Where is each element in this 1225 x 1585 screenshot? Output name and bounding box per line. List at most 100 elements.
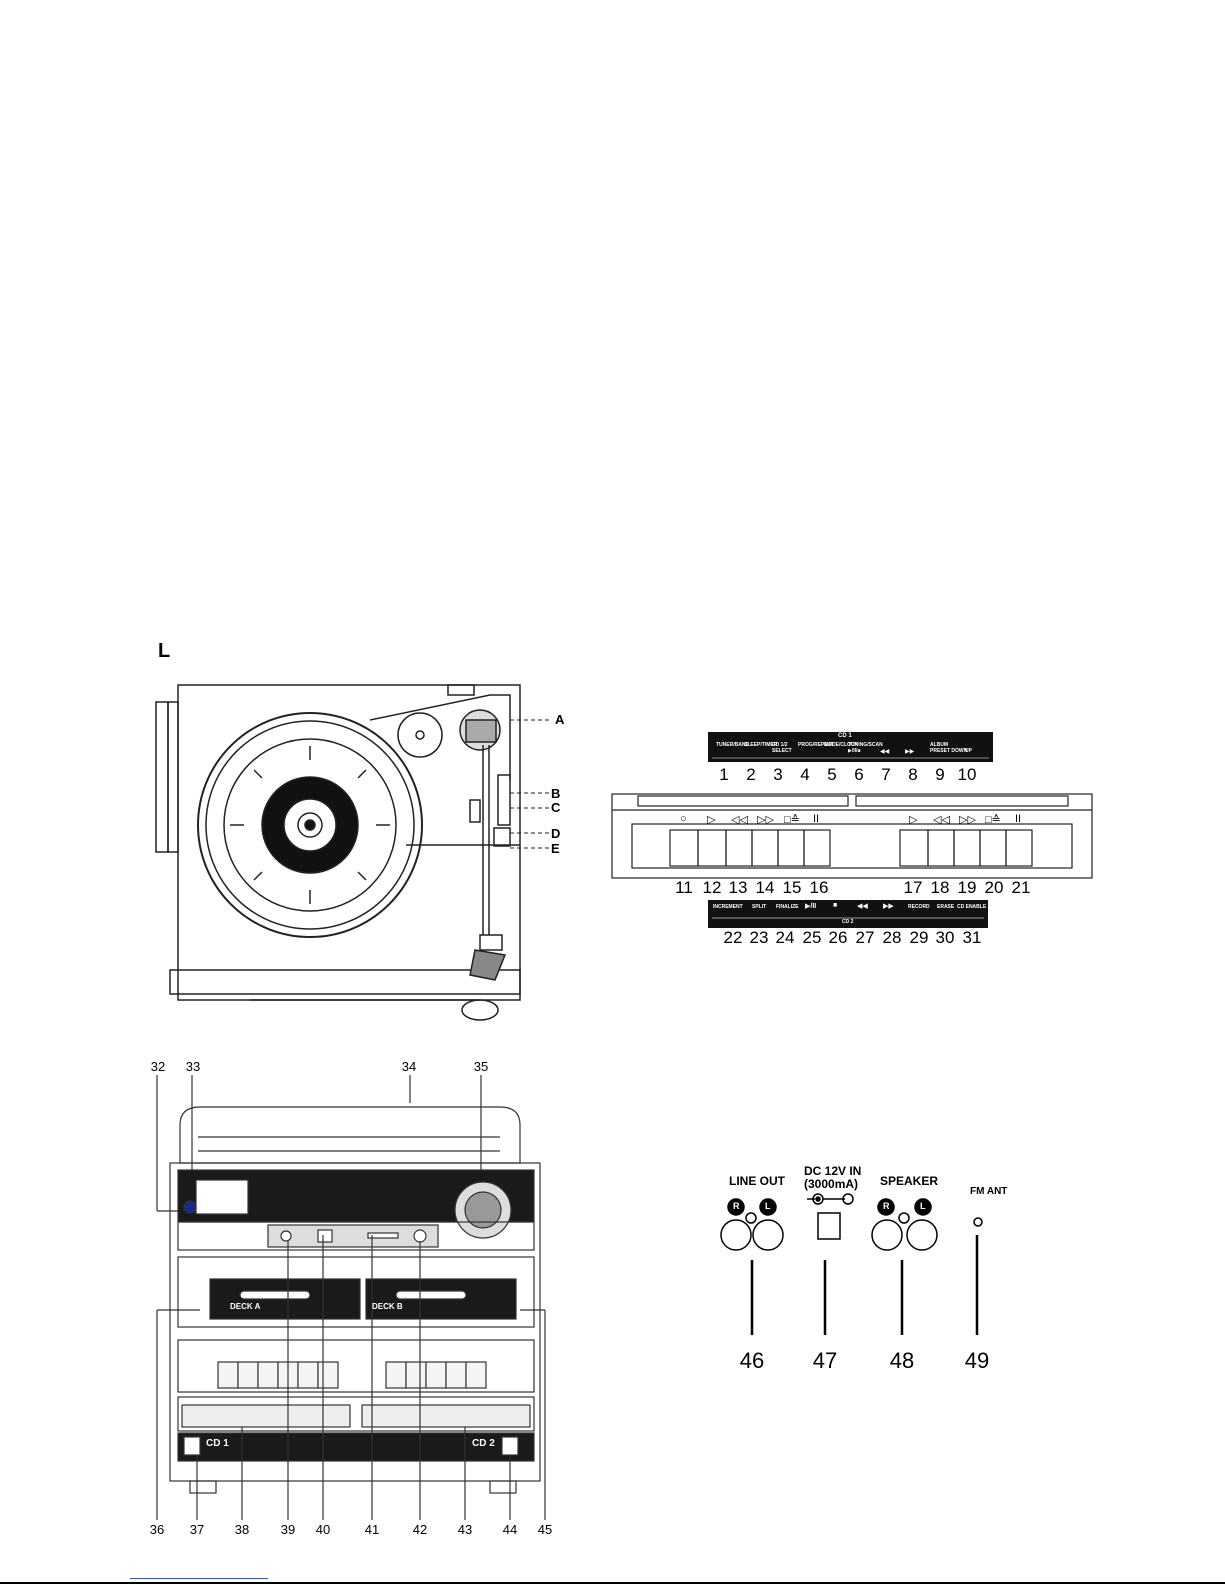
label-46: 46 [739, 1348, 765, 1373]
label-16: 16 [809, 878, 829, 897]
rear-panel-connectors [720, 1193, 983, 1335]
strip-label-5: MODE/CLOCK [824, 742, 859, 748]
cd1-strip-title: CD 1 [838, 733, 852, 739]
cd2-label: CD 2 [472, 1438, 495, 1449]
label-43: 43 [457, 1522, 473, 1537]
label-27: 27 [855, 928, 875, 947]
callout-d: D [551, 826, 561, 841]
footer-link-underline [130, 1578, 268, 1579]
strip-label-1: TUNER/BAND [716, 742, 750, 748]
deck-a-label: DECK A [230, 1302, 261, 1311]
label-33: 33 [185, 1059, 201, 1074]
label-6: 6 [854, 765, 864, 784]
label-44: 44 [502, 1522, 518, 1537]
line-out-r: R [733, 1201, 740, 1211]
deck-b-forward-symbol: ▷▷ [959, 814, 976, 826]
label-28: 28 [882, 928, 902, 947]
deck-a-play-symbol: ▷ [707, 814, 716, 826]
label-26: 26 [828, 928, 848, 947]
label-38: 38 [234, 1522, 250, 1537]
label-20: 20 [984, 878, 1004, 897]
line-out-label: LINE OUT [729, 1174, 785, 1188]
front-view-unit [156, 1075, 546, 1520]
deck-a-record-symbol: ○ [680, 813, 687, 825]
label-18: 18 [930, 878, 950, 897]
dc-in-label: DC 12V IN [804, 1164, 862, 1178]
cd2-strip-label-27: ◀◀ [857, 903, 868, 910]
fm-ant-label: FM ANT [970, 1186, 1008, 1197]
label-13: 13 [728, 878, 748, 897]
label-12: 12 [702, 878, 722, 897]
deck-b-label: DECK B [372, 1302, 403, 1311]
label-42: 42 [412, 1522, 428, 1537]
label-39: 39 [280, 1522, 296, 1537]
strip-label-2: SLEEP/TIMER [744, 742, 778, 748]
label-30: 30 [935, 928, 955, 947]
label-47: 47 [812, 1348, 838, 1373]
label-24: 24 [775, 928, 795, 947]
label-1: 1 [719, 765, 729, 784]
bottom-rule [0, 1582, 1225, 1584]
label-29: 29 [909, 928, 929, 947]
turntable-callout-lines [510, 719, 550, 849]
label-2: 2 [746, 765, 756, 784]
cd2-strip-label-23: SPLIT [752, 904, 767, 910]
cd2-strip-label-24: FINALIZE [776, 904, 799, 910]
deck-b-rewind-symbol: ◁◁ [933, 814, 950, 826]
cd2-strip-label-30: ERASE [937, 904, 955, 910]
label-35: 35 [473, 1059, 489, 1074]
strip-label-6: TUNING/SCAN ▶/II/■ [848, 742, 883, 754]
label-40: 40 [315, 1522, 331, 1537]
label-4: 4 [800, 765, 810, 784]
label-14: 14 [755, 878, 775, 897]
label-23: 23 [749, 928, 769, 947]
cd2-strip-title: CD 2 [842, 919, 854, 925]
label-36: 36 [149, 1522, 165, 1537]
deck-a-rewind-symbol: ◁◁ [731, 814, 748, 826]
cassette-deck-panel [611, 793, 1093, 879]
speaker-l: L [920, 1201, 926, 1211]
deck-a-eject-symbol: □≙ [784, 814, 800, 826]
label-7: 7 [881, 765, 891, 784]
label-15: 15 [782, 878, 802, 897]
speaker-label: SPEAKER [880, 1174, 939, 1188]
deck-b-pause-symbol: II [1015, 813, 1022, 825]
cd1-label: CD 1 [206, 1438, 229, 1449]
strip-label-4: PROG/REPEAT [798, 742, 835, 748]
cd2-strip-label-22: INCREMENT [713, 904, 743, 910]
strip-label-10: UP [965, 748, 972, 754]
label-49: 49 [964, 1348, 990, 1373]
label-3: 3 [773, 765, 783, 784]
callout-c: C [551, 800, 561, 815]
label-9: 9 [935, 765, 945, 784]
label-25: 25 [802, 928, 822, 947]
strip-label-7: ◀◀ [880, 749, 890, 755]
label-34: 34 [401, 1059, 417, 1074]
cd2-strip-label-28: ▶▶ [883, 903, 894, 910]
cd2-strip-label-26: ■ [833, 902, 838, 909]
callout-b: B [551, 786, 561, 801]
label-32: 32 [150, 1059, 166, 1074]
label-17: 17 [903, 878, 923, 897]
label-31: 31 [962, 928, 982, 947]
deck-b-eject-symbol: □≙ [985, 814, 1001, 826]
cd2-strip-label-25: ▶/II [805, 903, 817, 910]
label-21: 21 [1011, 878, 1031, 897]
callout-e: E [551, 841, 560, 856]
strip-label-3: CD 1/2 SELECT [772, 742, 792, 754]
label-10: 10 [957, 765, 977, 784]
label-22: 22 [723, 928, 743, 947]
deck-b-play-symbol: ▷ [909, 814, 918, 826]
strip-label-9: ALBUM PRESET DOWN [930, 742, 968, 754]
cd2-control-strip [708, 900, 988, 928]
strip-label-8: ▶▶ [905, 749, 915, 755]
label-48: 48 [889, 1348, 915, 1373]
cd1-control-strip [708, 732, 993, 762]
label-8: 8 [908, 765, 918, 784]
cd2-strip-label-31: CD ENABLE [957, 904, 987, 910]
section-heading: L [158, 640, 171, 662]
label-11: 11 [675, 878, 693, 897]
deck-a-forward-symbol: ▷▷ [757, 814, 774, 826]
label-5: 5 [827, 765, 837, 784]
label-37: 37 [189, 1522, 205, 1537]
